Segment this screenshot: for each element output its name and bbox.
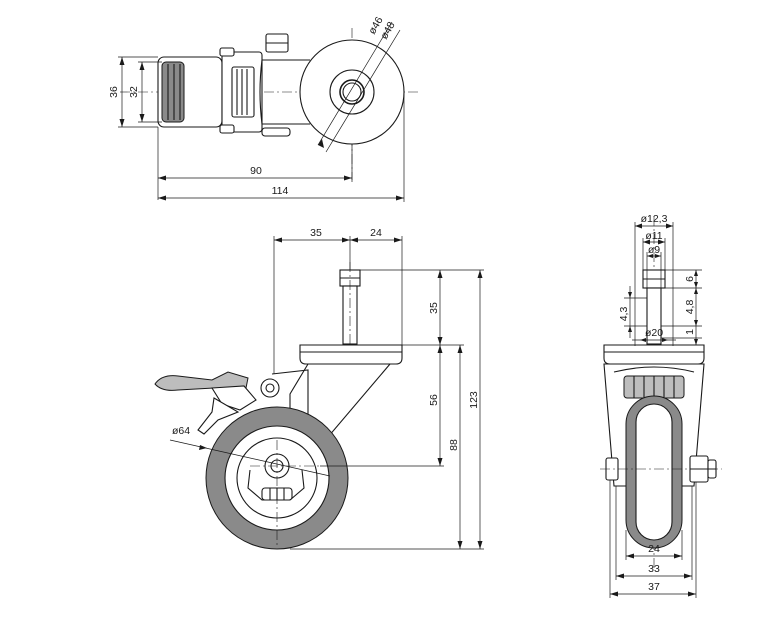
dim-24-front: 24 xyxy=(648,543,660,555)
dim-37: 37 xyxy=(648,581,660,593)
dim-6: 6 xyxy=(684,276,696,282)
swivel-top-plate xyxy=(299,344,403,365)
dim-56: 56 xyxy=(428,394,440,406)
dim-35-top: 35 xyxy=(310,227,322,239)
side-view: ø64 35 24 35 56 88 1 xyxy=(154,227,484,550)
front-top-plate xyxy=(603,344,705,365)
front-stem-shaft xyxy=(646,287,662,345)
dim-123: 123 xyxy=(468,391,480,409)
dim-24-top: 24 xyxy=(370,227,382,239)
dim-114: 114 xyxy=(272,185,289,197)
dim-32: 32 xyxy=(128,86,140,98)
dim-12-3: ø12,3 xyxy=(641,213,668,225)
dim-11: ø11 xyxy=(645,230,662,242)
dim-33: 33 xyxy=(648,563,660,575)
dim-64: ø64 xyxy=(172,425,190,437)
dim-20: ø20 xyxy=(645,327,663,339)
dim-88: 88 xyxy=(448,439,460,451)
dim-4-3: 4,3 xyxy=(618,307,630,322)
brake-lever xyxy=(154,371,249,391)
dim-35-stem: 35 xyxy=(428,302,440,314)
dim-9: ø9 xyxy=(648,244,660,256)
front-view: ø12,3 ø11 ø9 6 4,8 1 4,3 xyxy=(600,213,722,598)
dim-90: 90 xyxy=(250,165,262,177)
dim-4-8: 4,8 xyxy=(684,300,696,315)
swivel-plate-circle xyxy=(299,39,405,145)
top-view: 36 32 ø46 ø48 90 114 xyxy=(108,15,420,202)
dim-1: 1 xyxy=(684,329,696,335)
dim-36: 36 xyxy=(108,86,120,98)
